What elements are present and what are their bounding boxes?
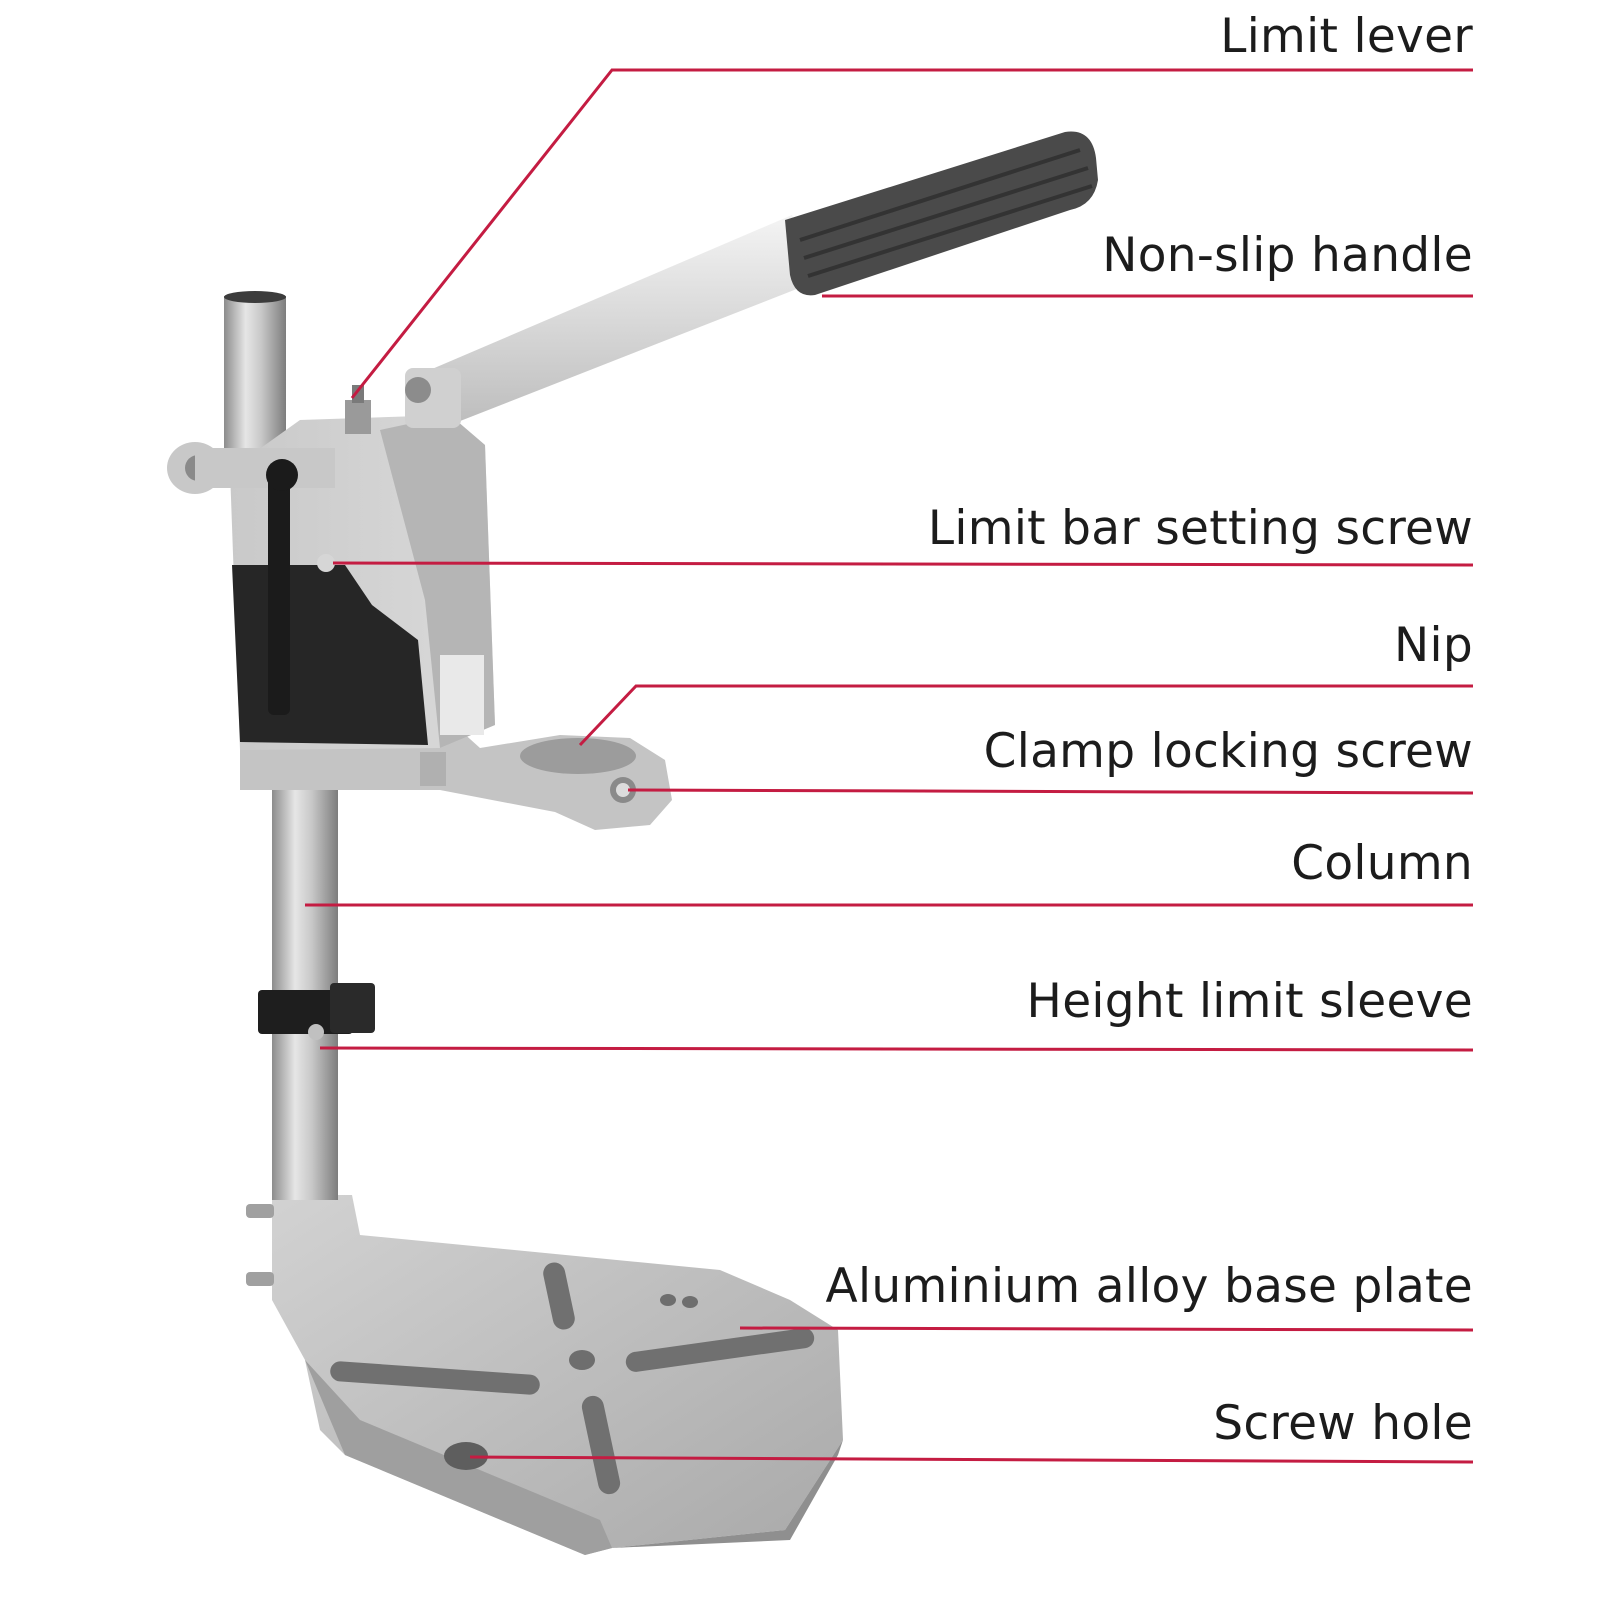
column-top [224,296,286,454]
leader-line-limit-lever [350,68,1473,399]
leader-line-height-limit-sleeve [319,1046,1474,1052]
leader-line-nip [578,684,1473,747]
clamp-arm [240,730,672,830]
leader-line-limit-bar-setting-screw [332,561,1474,567]
leader-line-clamp-locking-screw [627,788,1474,795]
label-aluminium-alloy-base-plate: Aluminium alloy base plate [825,1259,1473,1314]
label-screw-hole: Screw hole [1213,1396,1473,1451]
label-nip: Nip [1394,618,1473,673]
label-clamp-locking-screw: Clamp locking screw [983,724,1473,779]
leader-line-aluminium-alloy-base-plate [739,1326,1474,1332]
lever-handle [405,131,1098,428]
leader-line-screw-hole [469,1455,1474,1464]
height-limit-sleeve-part [258,983,375,1040]
leader-lines [305,68,1474,1464]
label-height-limit-sleeve: Height limit sleeve [1026,974,1473,1029]
label-limit-bar-setting-screw: Limit bar setting screw [927,501,1473,556]
carriage-body [167,385,495,750]
base-plate [246,1195,843,1555]
setting-screw-head [317,554,335,572]
label-non-slip-handle: Non-slip handle [1102,228,1473,283]
label-limit-lever: Limit lever [1220,9,1473,64]
label-column: Column [1291,836,1473,891]
screw-hole-opening [444,1442,488,1470]
